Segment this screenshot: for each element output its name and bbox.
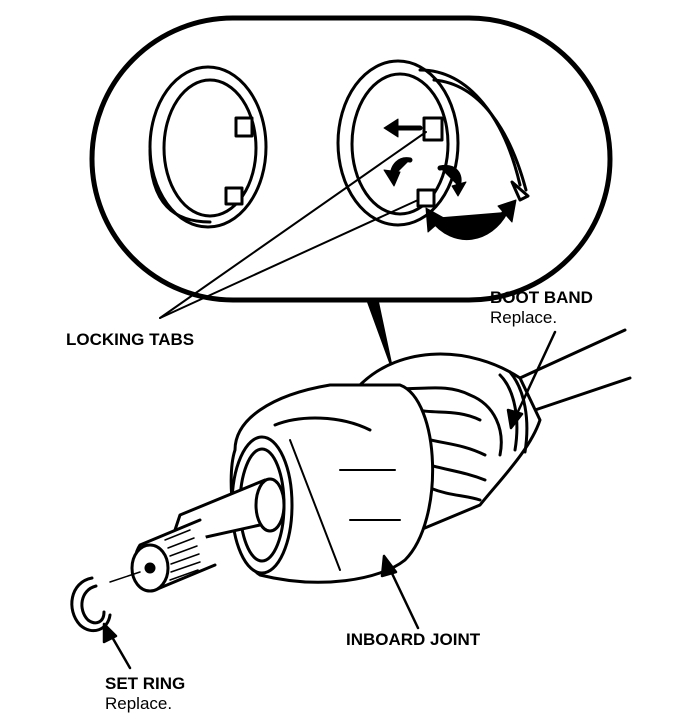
callout-pointer: [367, 301, 393, 369]
inboard-joint-housing: [229, 383, 435, 584]
boot-band-installed: [498, 370, 529, 454]
bend-arrows: [383, 118, 517, 241]
stub-shaft: [130, 477, 286, 593]
inboard-joint-text: INBOARD JOINT: [346, 630, 481, 649]
boot-band-arrow: [506, 330, 557, 430]
set-ring: [70, 571, 141, 633]
inboard-joint-arrow: [380, 554, 420, 630]
boot-band-text: BOOT BAND: [490, 288, 593, 307]
label-set-ring: SET RING Replace.: [105, 674, 185, 714]
label-inboard-joint: INBOARD JOINT: [346, 630, 480, 650]
label-locking-tabs: LOCKING TABS: [66, 330, 194, 350]
locking-tabs-text: LOCKING TABS: [66, 330, 195, 349]
set-ring-arrow: [102, 622, 132, 670]
set-ring-note: Replace.: [105, 694, 173, 713]
set-ring-text: SET RING: [105, 674, 186, 693]
boot-band-note: Replace.: [490, 308, 558, 327]
label-boot-band: BOOT BAND Replace.: [490, 288, 593, 328]
open-boot-band: [336, 59, 530, 227]
closed-boot-band: [148, 65, 268, 229]
locking-tabs-leaders: [159, 131, 427, 319]
